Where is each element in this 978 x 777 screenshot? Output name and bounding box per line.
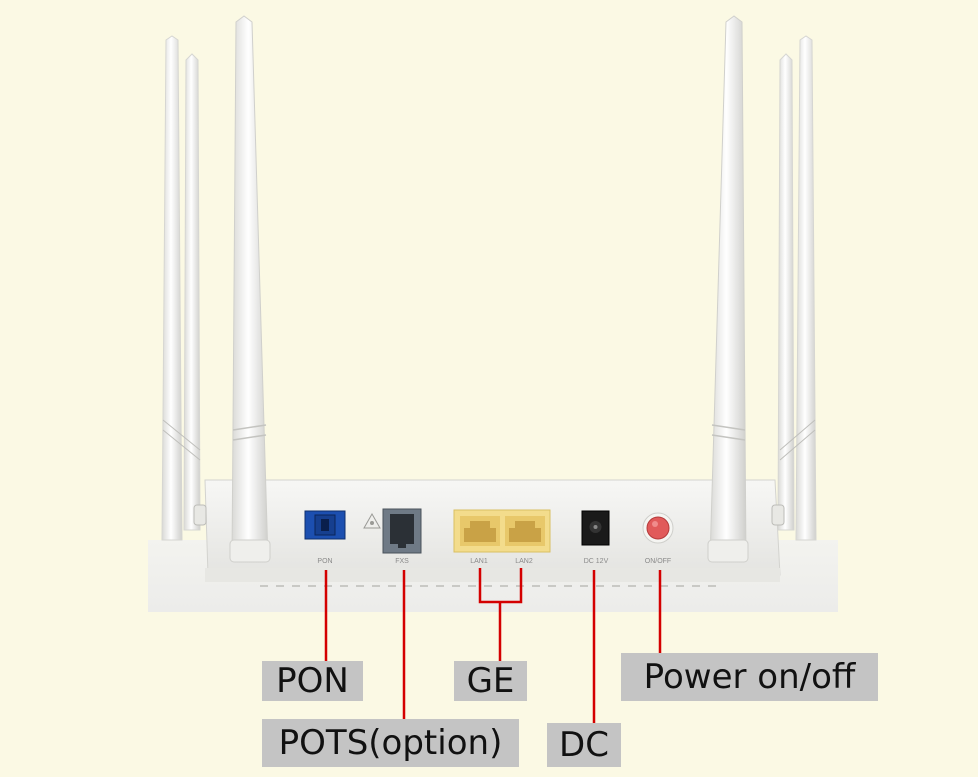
power-button [642,512,674,544]
callout-pon: PON [262,661,363,701]
laser-warning-icon [363,512,381,529]
lan2-port [505,516,545,546]
pon-port [304,510,346,540]
leader-line-ge [478,568,523,661]
antenna-right-front [707,15,749,563]
callout-dc: DC [547,723,621,767]
fxs-port [382,508,422,554]
port-label-lan2: LAN2 [515,558,533,565]
antenna-right-back [777,35,817,541]
dc-jack [581,510,610,546]
port-label-pon: PON [317,558,332,565]
callout-pots: POTS(option) [262,719,519,767]
port-label-dc: DC 12V [584,558,609,565]
antenna-left-front [229,15,271,563]
port-label-fxs: FXS [395,558,409,565]
callout-power: Power on/off [621,653,878,701]
port-label-lan1: LAN1 [470,558,488,565]
lan-ports [453,509,551,553]
callout-ge: GE [454,661,527,701]
antenna-left-back [161,35,201,541]
port-label-power: ON/OFF [645,558,671,565]
lan1-port [460,516,500,546]
